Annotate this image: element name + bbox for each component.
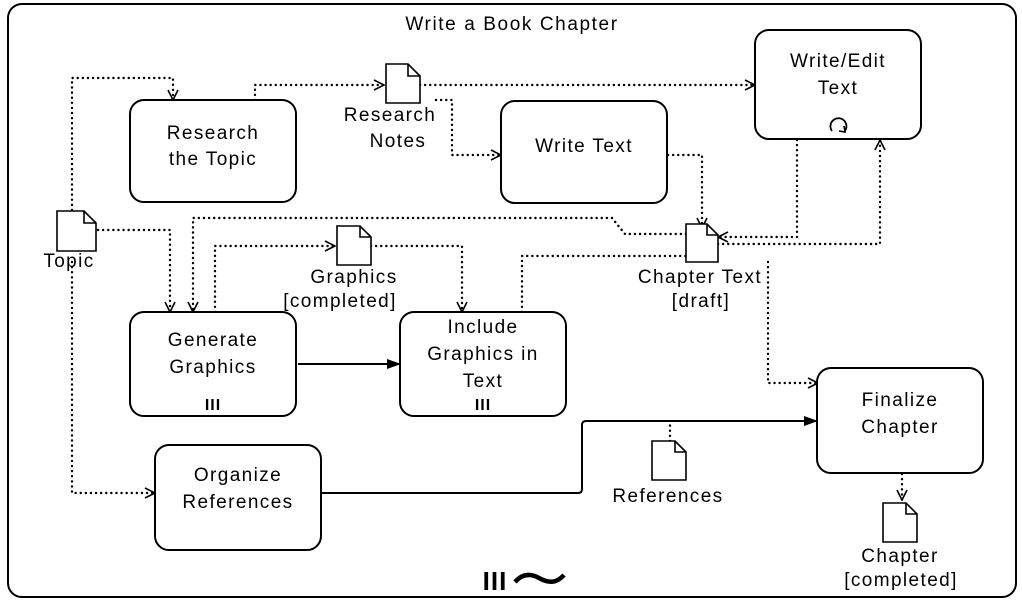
assoc-include-chapter xyxy=(520,254,688,314)
associations xyxy=(70,76,902,502)
task-write-edit-text[interactable]: Write/Edit Text xyxy=(754,29,922,140)
assoc-graphics-include xyxy=(369,244,462,314)
multi-instance-marker: III xyxy=(205,397,221,414)
process-markers: III xyxy=(483,566,566,596)
task-label-line: Text xyxy=(463,371,503,392)
assoc-writeedit-chapter xyxy=(716,138,799,237)
data-object-chapter-completed[interactable]: Chapter [completed] xyxy=(844,502,958,591)
assoc-research-notes xyxy=(253,85,386,102)
task-finalize-chapter[interactable]: Finalize Chapter xyxy=(816,367,984,474)
assoc-notes-writetext xyxy=(434,98,503,155)
data-object-label: Graphics xyxy=(310,267,397,288)
assoc-generate-graphics xyxy=(213,246,337,314)
multi-instance-marker: III xyxy=(483,566,508,596)
task-label-line: Graphics xyxy=(169,357,256,378)
assoc-topic-research xyxy=(70,76,173,212)
assoc-chapter-generate xyxy=(193,216,688,314)
data-object-label: [completed] xyxy=(844,570,958,591)
task-label-line: Write/Edit xyxy=(790,51,886,72)
task-label-line: Generate xyxy=(168,330,258,351)
task-label-line: Chapter xyxy=(861,417,938,438)
process-title: Write a Book Chapter xyxy=(405,14,618,35)
task-write-text[interactable]: Write Text xyxy=(500,100,668,204)
task-generate-graphics[interactable]: Generate Graphics III xyxy=(129,311,297,417)
task-label-line: the Topic xyxy=(169,149,257,170)
task-label-line: Organize xyxy=(194,465,282,486)
multi-instance-marker: III xyxy=(475,397,491,414)
data-object-label: References xyxy=(612,486,723,507)
task-label-line: Finalize xyxy=(862,390,939,411)
task-label-line: Write Text xyxy=(535,136,633,157)
loop-icon xyxy=(829,117,848,133)
task-include-graphics-in-text[interactable]: Include Graphics in Text III xyxy=(399,311,567,417)
data-object-research-notes[interactable]: Research Notes xyxy=(344,63,437,152)
task-organize-references[interactable]: Organize References xyxy=(154,444,322,551)
data-object-label: Notes xyxy=(370,131,427,152)
data-object-graphics-completed[interactable]: Graphics [completed] xyxy=(283,225,397,312)
task-label-line: Graphics in xyxy=(427,344,539,365)
task-research-the-topic[interactable]: Research the Topic xyxy=(129,99,297,203)
task-label-line: Research xyxy=(167,123,260,144)
assoc-writetext-chapter xyxy=(666,153,702,230)
task-label-line: Text xyxy=(818,78,858,99)
assoc-topic-generate xyxy=(96,228,170,314)
data-object-label: Chapter Text xyxy=(638,267,762,288)
data-object-label: Chapter xyxy=(861,546,938,567)
task-label-line: References xyxy=(182,492,293,513)
data-object-label: [draft] xyxy=(672,291,730,312)
data-object-chapter-text-draft[interactable]: Chapter Text [draft] xyxy=(638,223,762,312)
data-object-label: [completed] xyxy=(283,291,397,312)
flow-organize-finalize xyxy=(322,416,818,494)
assoc-chapter-finalize xyxy=(766,260,820,383)
data-object-label: Research xyxy=(344,105,437,126)
assoc-topic-organize xyxy=(70,260,157,493)
data-object-label: Topic xyxy=(43,251,94,272)
data-object-references[interactable]: References xyxy=(612,440,723,507)
adhoc-marker-icon xyxy=(513,572,566,584)
data-object-topic[interactable]: Topic xyxy=(43,210,97,272)
process-boundary xyxy=(7,3,1017,598)
task-label-line: Include xyxy=(447,317,518,338)
assoc-chapter-writeedit xyxy=(716,138,880,246)
sequence-flows xyxy=(298,359,818,494)
